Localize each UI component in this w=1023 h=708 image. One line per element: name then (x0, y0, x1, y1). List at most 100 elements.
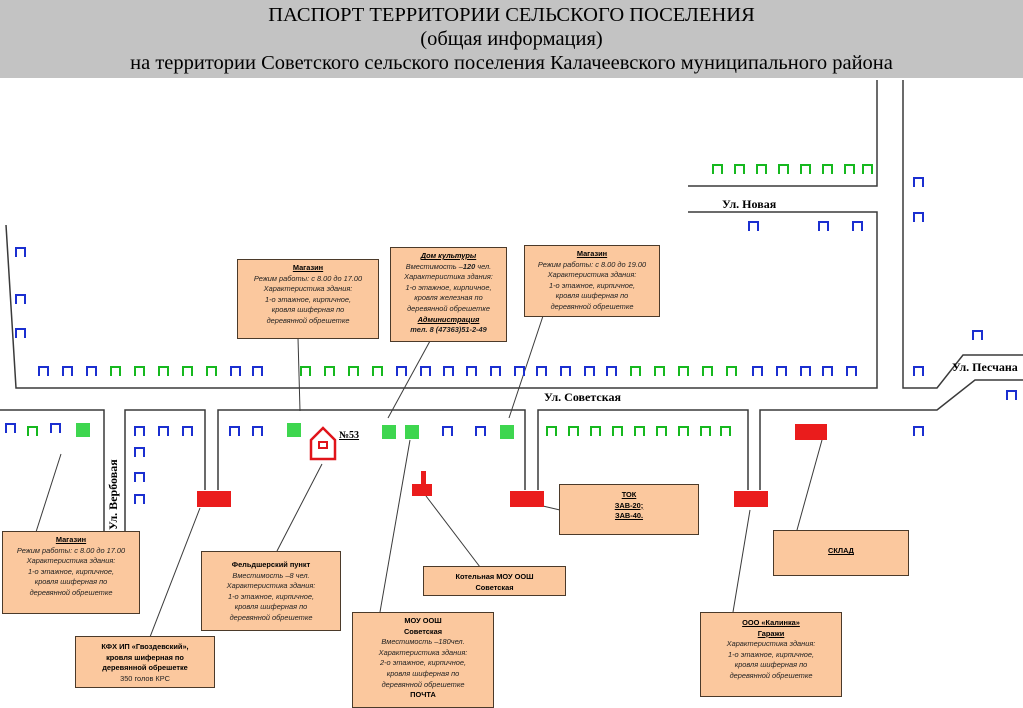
callout-title: Советская (475, 582, 514, 592)
callout-title: Магазин (55, 535, 87, 544)
public-building-shop-top-left[interactable] (287, 423, 301, 437)
callout-detail: 1-о этажное, кирпичное, (264, 294, 352, 304)
callout-title: Гаражи (757, 628, 785, 638)
house-icon (50, 423, 61, 433)
callout-detail: кровля шиферная по (734, 660, 808, 670)
boiler-house-icon[interactable] (412, 471, 432, 496)
callout-detail: деревянной обрешетке (407, 303, 490, 313)
house-icon (514, 366, 525, 376)
public-building-school[interactable] (405, 425, 419, 439)
house-icon (913, 212, 924, 222)
callout-hours: Режим работы: с 8.00 до 17.00 (16, 545, 126, 555)
leader-boiler (425, 495, 481, 568)
industrial-building-sklad[interactable] (795, 424, 827, 440)
callout-char: Характеристика здания: (263, 284, 353, 294)
house-icon (15, 328, 26, 338)
road-sovetskaya-right (537, 409, 749, 490)
house-icon (182, 366, 193, 376)
callout-detail: 1-о этажное, кирпичное, (405, 282, 492, 292)
house-icon (348, 366, 359, 376)
industrial-building-kalinka[interactable] (734, 491, 768, 507)
house-icon (913, 366, 924, 376)
house-icon (852, 221, 863, 231)
house-icon (800, 164, 811, 174)
callout-sklad[interactable]: СКЛАД (773, 530, 909, 576)
house-icon (678, 426, 689, 436)
public-building-shop-bottom-left[interactable] (76, 423, 90, 437)
house-icon (720, 426, 731, 436)
house-icon (752, 366, 763, 376)
callout-detail: 1-о этажное, кирпичное, (548, 280, 636, 290)
house-icon (1006, 390, 1017, 400)
house-icon (862, 164, 873, 174)
callout-capacity: Вместимость –120 чел. (393, 262, 504, 273)
house-icon (726, 366, 737, 376)
house-icon (110, 366, 121, 376)
house-icon (252, 366, 263, 376)
house-icon (396, 366, 407, 376)
house-icon (700, 426, 711, 436)
house-icon (252, 426, 263, 436)
callout-tok[interactable]: ТОК ЗАВ-20; ЗАВ-40. (559, 484, 699, 535)
callout-shop-bottom-left[interactable]: Магазин Режим работы: с 8.00 до 17.00 Ха… (2, 531, 140, 614)
industrial-building-tok[interactable] (510, 491, 544, 507)
house-icon (490, 366, 501, 376)
callout-title: Дом культуры (420, 251, 477, 260)
house-icon (818, 221, 829, 231)
callout-char: Характеристика здания: (226, 581, 316, 591)
feldsher-building-icon[interactable] (309, 426, 337, 461)
house-icon (702, 366, 713, 376)
callout-detail: деревянной обрешетке (29, 587, 113, 597)
callout-detail: кровля шиферная по (106, 652, 184, 662)
public-building-shop-top-right[interactable] (500, 425, 514, 439)
house-icon (606, 366, 617, 376)
house-icon (230, 366, 241, 376)
callout-school[interactable]: МОУ ООШ Советская Вместимость –180чел. Х… (352, 612, 494, 708)
house-icon (822, 164, 833, 174)
house-icon (546, 426, 557, 436)
callout-detail: ЗАВ-40. (614, 511, 644, 521)
house-icon (584, 366, 595, 376)
house-icon (630, 366, 641, 376)
callout-culture-house[interactable]: Дом культуры Вместимость –120 чел. Харак… (390, 247, 507, 342)
leader-shop-top-right (508, 315, 544, 419)
house-icon (913, 426, 924, 436)
callout-detail: кровля шиферная по (555, 291, 629, 301)
house-icon (372, 366, 383, 376)
house-icon (913, 177, 924, 187)
callout-admin: Администрация (417, 314, 480, 324)
callout-kfx[interactable]: КФХ ИП «Гвоздевский», кровля шиферная по… (75, 636, 215, 688)
leader-kfx (149, 507, 201, 638)
callout-phone: тел. 8 (47363)51-2-49 (410, 325, 487, 335)
house-icon (972, 330, 983, 340)
callout-boiler[interactable]: Котельная МОУ ООШ Советская (423, 566, 566, 596)
road-verbovaya (124, 409, 206, 535)
callout-title: КФХ ИП «Гвоздевский», (101, 642, 189, 651)
house-icon (15, 294, 26, 304)
house-icon (158, 366, 169, 376)
leader-sklad (796, 439, 823, 531)
industrial-building-kfx[interactable] (197, 491, 231, 507)
public-building-culture-house[interactable] (382, 425, 396, 439)
callout-shop-top-right[interactable]: Магазин Режим работы: с 8.00 до 19.00 Ха… (524, 245, 660, 317)
house-icon (443, 366, 454, 376)
callout-shop-top-left[interactable]: Магазин Режим работы: с 8.00 до 17.00 Ха… (237, 259, 379, 339)
callout-capacity: Вместимость –180чел. (381, 637, 465, 647)
callout-feldsher[interactable]: Фельдшерский пункт Вместимость –8 чел. Х… (201, 551, 341, 631)
map-header: ПАСПОРТ ТЕРРИТОРИИ СЕЛЬСКОГО ПОСЕЛЕНИЯ (… (0, 0, 1023, 78)
house-icon (206, 366, 217, 376)
callout-kalinka[interactable]: ООО «Калинка» Гаражи Характеристика здан… (700, 612, 842, 697)
callout-hours: Режим работы: с 8.00 до 19.00 (537, 259, 647, 269)
callout-title: ТОК (621, 490, 637, 499)
house-icon (27, 426, 38, 436)
callout-detail: кровля шиферная по (234, 602, 308, 612)
callout-detail: деревянной обрешетке (550, 301, 634, 311)
house-icon (734, 164, 745, 174)
street-label-novaya: Ул. Новая (722, 197, 777, 211)
callout-title: СКЛАД (828, 546, 854, 555)
house-icon (612, 426, 623, 436)
house-icon (590, 426, 601, 436)
house-icon (15, 247, 26, 257)
house-icon (134, 447, 145, 457)
